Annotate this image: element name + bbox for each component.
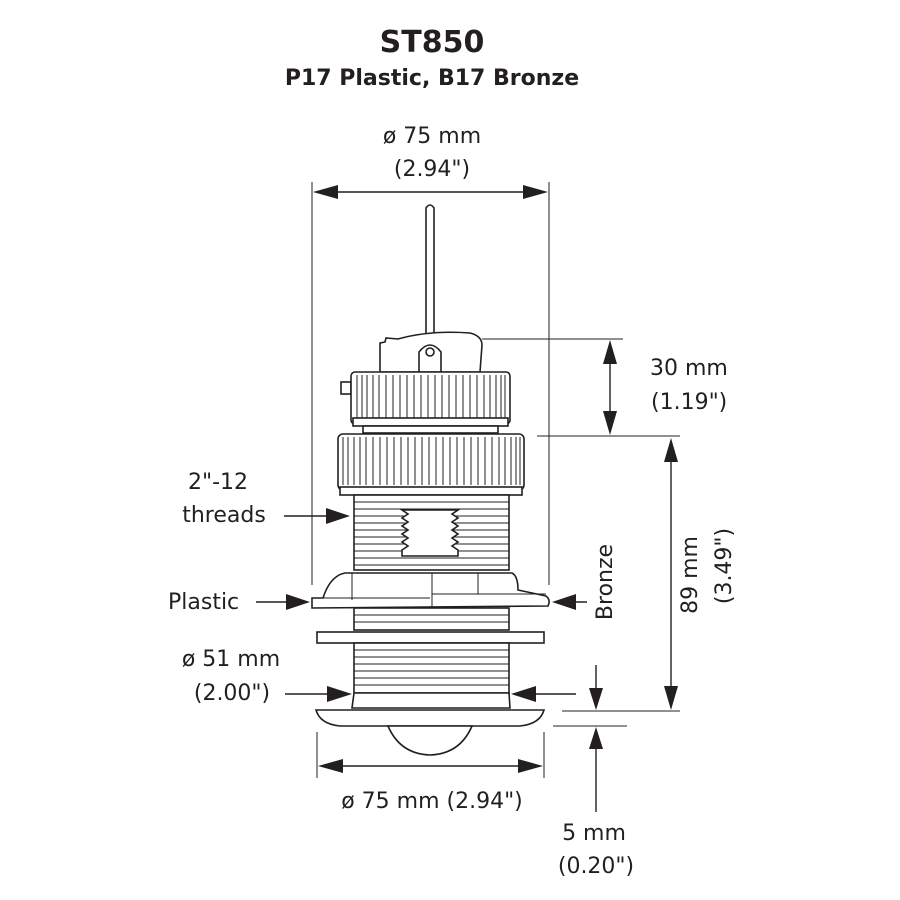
flange-diameter-label: ø 75 mm (2.94")	[341, 789, 523, 814]
arrow-right-icon	[327, 686, 352, 702]
threads-callout: 2"-12 threads	[182, 470, 350, 528]
cap-height-dimension: 30 mm (1.19")	[482, 338, 728, 437]
plastic-label: Plastic	[168, 590, 239, 615]
bronze-callout: Bronze	[552, 544, 618, 620]
arrow-up-icon	[664, 438, 678, 462]
diagram-title: ST850	[380, 25, 485, 60]
body-height-dimension: 89 mm (3.49")	[562, 438, 737, 712]
flange-thickness-dimension: 5 mm (0.20")	[553, 665, 634, 879]
arrow-right-icon	[523, 185, 548, 199]
thread-diameter-in: (2.00")	[194, 681, 270, 706]
body-height-in: (3.49")	[712, 528, 737, 604]
arrow-left-icon	[318, 759, 343, 773]
top-diameter-dimension: ø 75 mm (2.94")	[311, 124, 550, 585]
threads-spec: 2"-12	[188, 470, 248, 495]
top-diameter-mm: ø 75 mm	[383, 124, 481, 149]
transducer-drawing	[311, 204, 550, 756]
arrow-down-icon	[664, 686, 678, 710]
washer	[316, 631, 545, 644]
arrow-left-icon	[552, 594, 576, 610]
transducer-dome	[386, 725, 474, 756]
thread-diameter-mm: ø 51 mm	[182, 647, 280, 672]
upper-knurled-nut	[350, 371, 511, 425]
thread-cutaway	[399, 509, 461, 557]
flange-thickness-mm: 5 mm	[562, 821, 626, 846]
flange-thickness-in: (0.20")	[558, 854, 634, 879]
arrow-up-icon	[603, 340, 617, 364]
arrow-right-icon	[518, 759, 543, 773]
cable	[425, 204, 435, 351]
arrow-right-icon	[286, 594, 310, 610]
thread-diameter-dimension: ø 51 mm (2.00")	[182, 647, 576, 706]
threads-label: threads	[182, 503, 266, 528]
arrow-down-icon	[589, 688, 603, 710]
top-diameter-in: (2.94")	[394, 157, 470, 182]
plastic-callout: Plastic	[168, 590, 310, 615]
body-height-mm: 89 mm	[678, 536, 703, 614]
arrow-left-icon	[313, 185, 338, 199]
flange-diameter-dimension: ø 75 mm (2.94")	[316, 732, 545, 814]
housing-flange	[311, 572, 550, 609]
arrow-left-icon	[511, 686, 536, 702]
arrow-up-icon	[589, 727, 603, 749]
cap-height-in: (1.19")	[651, 390, 727, 415]
arrow-down-icon	[603, 411, 617, 435]
diagram-subtitle: P17 Plastic, B17 Bronze	[285, 66, 579, 91]
bottom-flange	[314, 709, 546, 727]
cap-height-mm: 30 mm	[650, 356, 728, 381]
arrow-right-icon	[326, 508, 350, 524]
tab	[340, 381, 352, 395]
bronze-label: Bronze	[593, 544, 618, 620]
